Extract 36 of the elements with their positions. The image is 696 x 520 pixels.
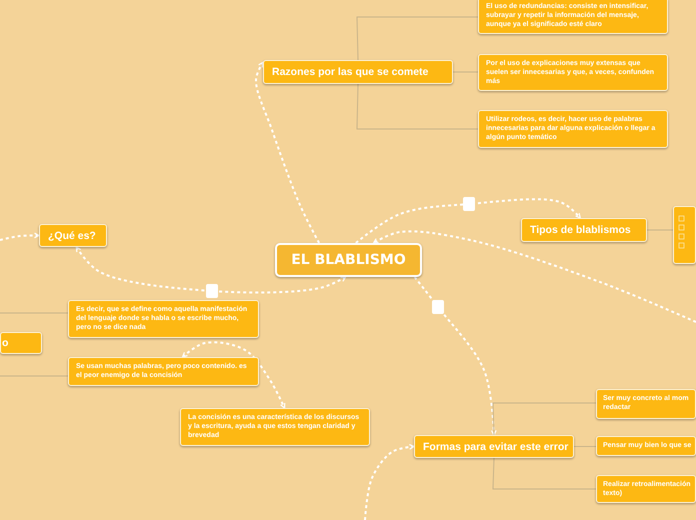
dashed-arrow bbox=[414, 276, 497, 436]
topic-box bbox=[673, 206, 696, 264]
node-text: Tipos de blablismos bbox=[530, 224, 631, 236]
topic-box bbox=[414, 435, 574, 458]
dashed-arrow bbox=[372, 230, 696, 323]
dashed-arrow bbox=[255, 62, 320, 244]
dashed-arrow bbox=[76, 246, 346, 294]
dashed-arrow bbox=[0, 232, 40, 241]
central-topic-box bbox=[275, 243, 422, 277]
subtopic-box bbox=[478, 54, 668, 91]
dashed-arrow bbox=[182, 341, 286, 409]
connector-line bbox=[492, 458, 596, 490]
topic-box bbox=[39, 224, 107, 247]
node-text: EL BLABLISMO bbox=[291, 252, 406, 268]
connector-line bbox=[492, 402, 596, 436]
dashed-arrow bbox=[355, 198, 581, 244]
topic-box bbox=[521, 218, 647, 242]
subtopic-box bbox=[596, 389, 696, 419]
node-text: Formas para evitar este error bbox=[423, 440, 568, 452]
dashed-arrow bbox=[364, 444, 415, 520]
subtopic-box bbox=[478, 0, 668, 34]
topic-box bbox=[0, 332, 42, 354]
subtopic-box bbox=[596, 475, 696, 503]
topic-box bbox=[263, 60, 453, 84]
subtopic-box bbox=[478, 110, 668, 148]
connector-line bbox=[0, 312, 68, 314]
subtopic-box bbox=[68, 357, 259, 386]
subtopic-box bbox=[68, 300, 259, 338]
node-text: o bbox=[2, 337, 8, 349]
subtopic-box bbox=[596, 436, 696, 456]
connector-line bbox=[356, 16, 478, 60]
node-text: ¿Qué es? bbox=[48, 230, 96, 242]
connector-line bbox=[574, 446, 596, 447]
connector-line bbox=[356, 84, 478, 130]
node-text: Razones por las que se comete bbox=[272, 66, 428, 78]
subtopic-box bbox=[180, 408, 370, 446]
